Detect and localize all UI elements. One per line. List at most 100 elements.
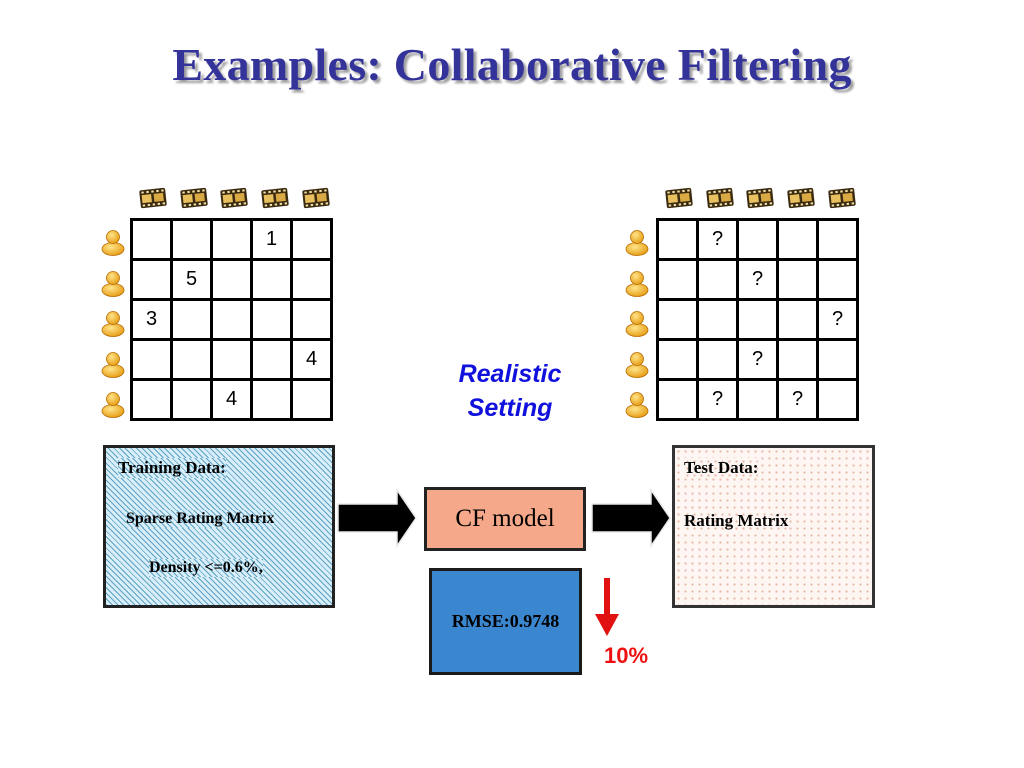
matrix-cell: ? [736, 338, 779, 381]
matrix-cell [776, 298, 819, 341]
matrix-cell [250, 258, 293, 301]
user-icon [100, 228, 126, 261]
matrix-cell [696, 338, 739, 381]
matrix-cell [776, 258, 819, 301]
improvement-percent: 10% [604, 643, 649, 668]
matrix-cell: 4 [210, 378, 253, 421]
matrix-row: 4 [130, 378, 333, 421]
film-strip-icon [781, 186, 822, 210]
film-strip-icon [133, 186, 174, 210]
arrow-down-icon [595, 578, 619, 636]
user-icon [624, 269, 650, 302]
arrow-right-icon [337, 487, 417, 549]
user-icon [624, 309, 650, 342]
user-icon [624, 350, 650, 383]
matrix-cell [170, 298, 213, 341]
movie-header-right [659, 186, 862, 210]
matrix-cell: ? [696, 378, 739, 421]
matrix-cell [250, 298, 293, 341]
film-strip-icon [659, 186, 700, 210]
matrix-cell [816, 258, 859, 301]
film-strip-icon [740, 186, 781, 210]
film-strip-icon [295, 186, 336, 210]
realistic-setting-label: Realistic Setting [430, 357, 590, 425]
test-data-heading: Test Data: [684, 458, 759, 478]
matrix-cell [210, 298, 253, 341]
matrix-row: ? [656, 298, 859, 341]
matrix-row: 5 [130, 258, 333, 301]
arrow-right-icon [591, 487, 671, 549]
matrix-row: ? [656, 338, 859, 381]
matrix-cell [250, 338, 293, 381]
test-rating-matrix: ?????? [656, 218, 859, 421]
matrix-cell [290, 258, 333, 301]
matrix-cell: 5 [170, 258, 213, 301]
matrix-cell [290, 298, 333, 341]
sparse-rating-matrix-label: Sparse Rating Matrix [126, 510, 275, 528]
film-strip-icon [255, 186, 296, 210]
matrix-cell [210, 218, 253, 261]
matrix-cell [210, 338, 253, 381]
matrix-cell [656, 298, 699, 341]
training-data-box: Training Data: Sparse Rating Matrix Dens… [103, 445, 335, 608]
matrix-cell [250, 378, 293, 421]
matrix-cell [736, 298, 779, 341]
matrix-row: ? [656, 258, 859, 301]
matrix-cell [130, 258, 173, 301]
matrix-cell [130, 218, 173, 261]
matrix-cell [776, 338, 819, 381]
slide-title: Examples: Collaborative Filtering [172, 39, 852, 90]
user-icon [100, 309, 126, 342]
rmse-box: RMSE:0.9748 [429, 568, 582, 675]
user-icon [100, 350, 126, 383]
matrix-cell [170, 378, 213, 421]
film-strip-icon [214, 186, 255, 210]
user-icon [624, 390, 650, 423]
test-data-box: Test Data: Rating Matrix [672, 445, 875, 608]
matrix-cell: ? [776, 378, 819, 421]
matrix-cell [696, 298, 739, 341]
matrix-row: 3 [130, 298, 333, 341]
film-strip-icon [174, 186, 215, 210]
user-icon [100, 390, 126, 423]
matrix-cell: 3 [130, 298, 173, 341]
cf-model-box: CF model [424, 487, 586, 551]
matrix-cell [290, 378, 333, 421]
matrix-row: 1 [130, 218, 333, 261]
matrix-row: ? [656, 218, 859, 261]
matrix-cell [816, 218, 859, 261]
training-data-heading: Training Data: [118, 458, 226, 478]
density-label: Density <=0.6%, [149, 559, 263, 577]
matrix-cell: 1 [250, 218, 293, 261]
film-strip-icon [700, 186, 741, 210]
matrix-cell [656, 338, 699, 381]
realistic-line-1: Realistic [458, 360, 562, 388]
matrix-cell: ? [816, 298, 859, 341]
matrix-cell [130, 338, 173, 381]
matrix-cell [656, 378, 699, 421]
rating-matrix-label: Rating Matrix [684, 511, 789, 531]
matrix-cell: ? [736, 258, 779, 301]
movie-header-left [133, 186, 336, 210]
matrix-cell [656, 218, 699, 261]
matrix-cell [130, 378, 173, 421]
matrix-cell [656, 258, 699, 301]
matrix-cell [290, 218, 333, 261]
matrix-row: 4 [130, 338, 333, 381]
matrix-cell [170, 338, 213, 381]
user-icon [624, 228, 650, 261]
matrix-cell [736, 378, 779, 421]
film-strip-icon [821, 186, 862, 210]
matrix-cell: 4 [290, 338, 333, 381]
matrix-row: ?? [656, 378, 859, 421]
matrix-cell [210, 258, 253, 301]
realistic-line-2: Setting [467, 394, 553, 422]
matrix-cell [816, 338, 859, 381]
matrix-cell [776, 218, 819, 261]
matrix-cell: ? [696, 218, 739, 261]
matrix-cell [170, 218, 213, 261]
matrix-cell [696, 258, 739, 301]
user-icon [100, 269, 126, 302]
matrix-cell [736, 218, 779, 261]
